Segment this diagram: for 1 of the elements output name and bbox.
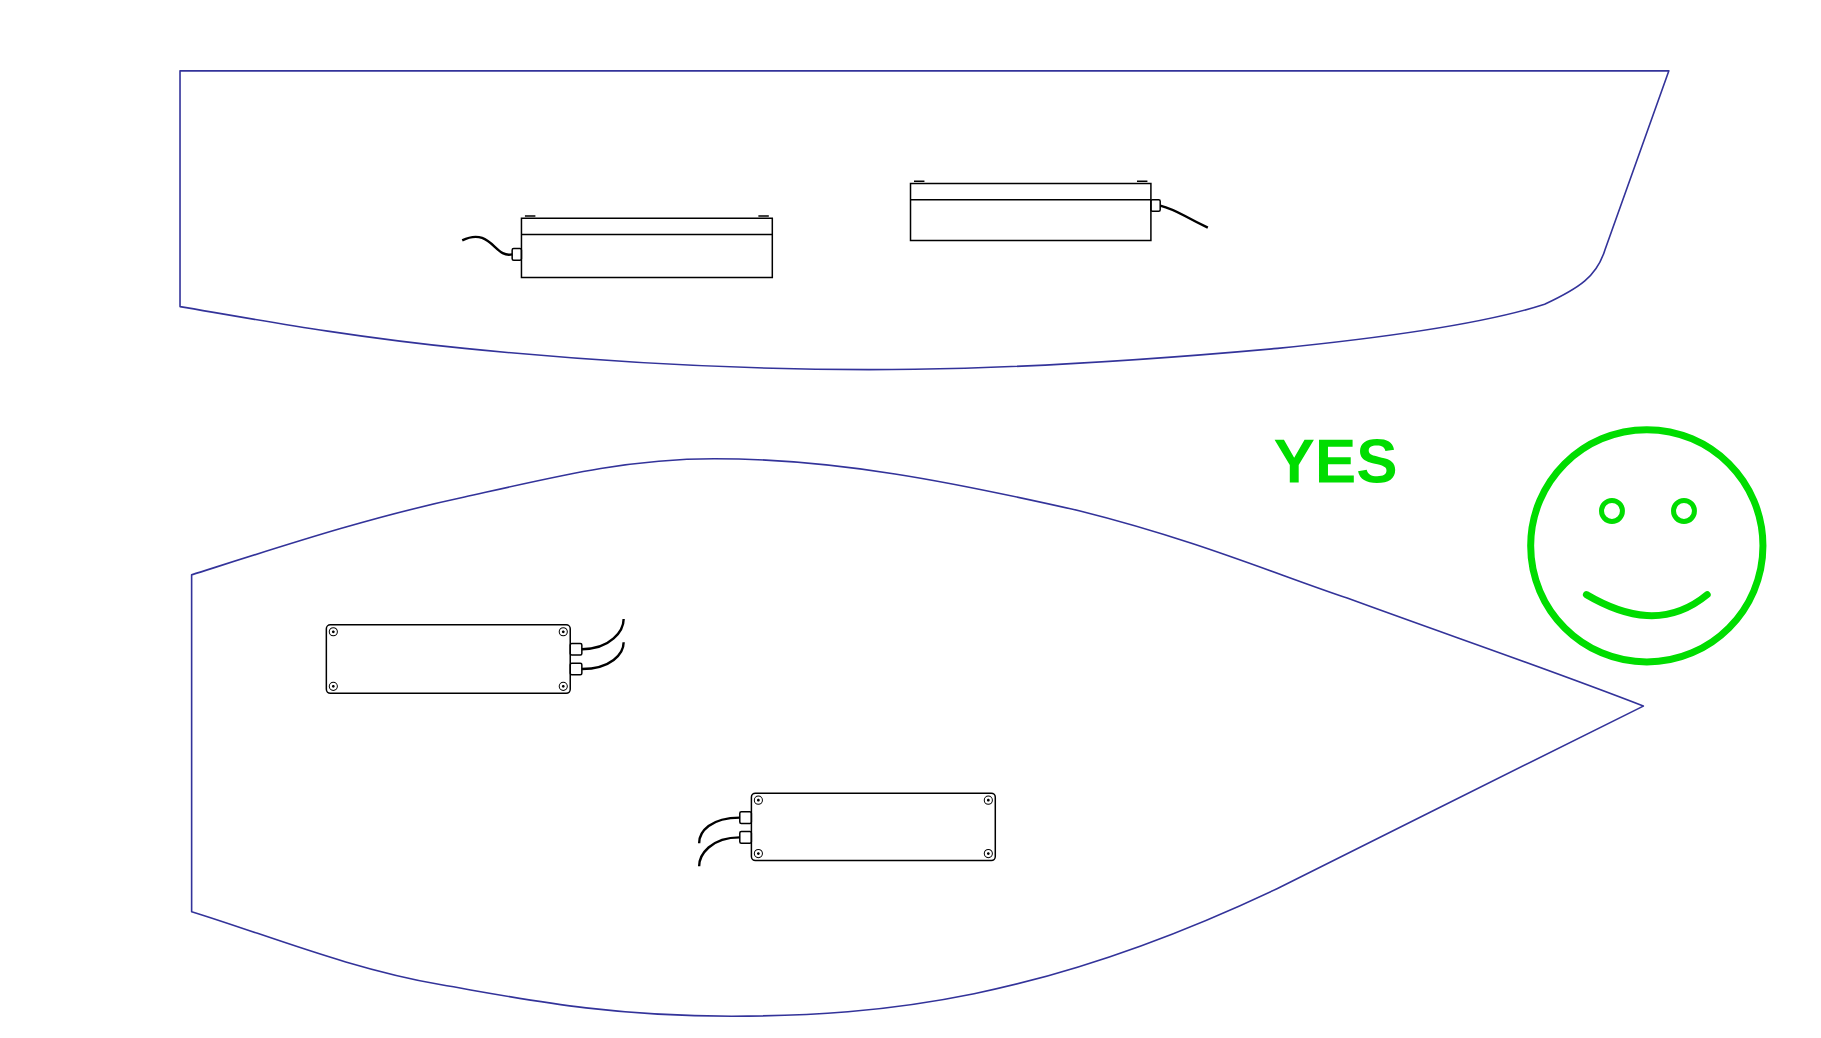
yes-label: YES	[1274, 439, 1396, 483]
